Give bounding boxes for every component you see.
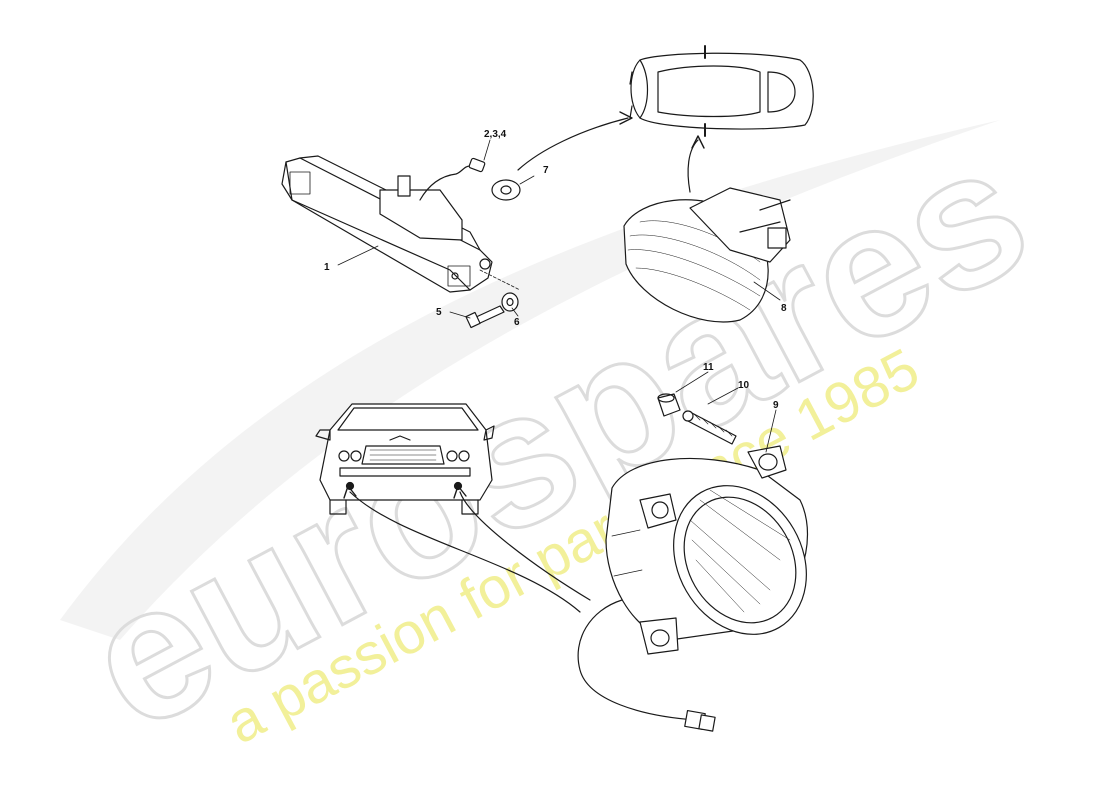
callout-7: 7: [543, 165, 549, 176]
side-repeater-lamp: [623, 135, 791, 323]
arrow-left-fog: [349, 491, 581, 613]
arrow-to-rear-car: [517, 117, 629, 171]
watermark: eurospares a passion for parts since 198…: [53, 102, 1060, 773]
nut-11: [657, 393, 681, 417]
callout-8: 8: [781, 303, 787, 314]
callout-10: 10: [738, 380, 750, 391]
harness-connector: [684, 709, 716, 732]
callout-leaders: [337, 139, 781, 453]
callout-6: 6: [514, 317, 520, 328]
arrow-right-fog: [459, 491, 591, 601]
fog-lamp: [605, 445, 808, 655]
bolt-10: [682, 410, 737, 445]
callout-9: 9: [773, 400, 779, 411]
callout-5: 5: [436, 307, 442, 318]
callout-1: 1: [324, 262, 330, 273]
grommet-7: [491, 179, 521, 201]
car-rear-view: [629, 45, 814, 137]
side-indicator-lamp: [281, 155, 521, 293]
fog-lamp-harness: [577, 599, 697, 721]
watermark-swoosh: [60, 120, 1000, 640]
callout-11: 11: [703, 362, 714, 373]
car-front-view: [315, 403, 495, 515]
watermark-brand: eurospares: [55, 103, 1059, 771]
callout-labels: 1 2,3,4 5 6 7 8 9 10 11: [324, 129, 787, 411]
callout-2-3-4: 2,3,4: [484, 129, 507, 140]
bolt-5: [465, 305, 505, 329]
washer-6: [501, 292, 519, 312]
